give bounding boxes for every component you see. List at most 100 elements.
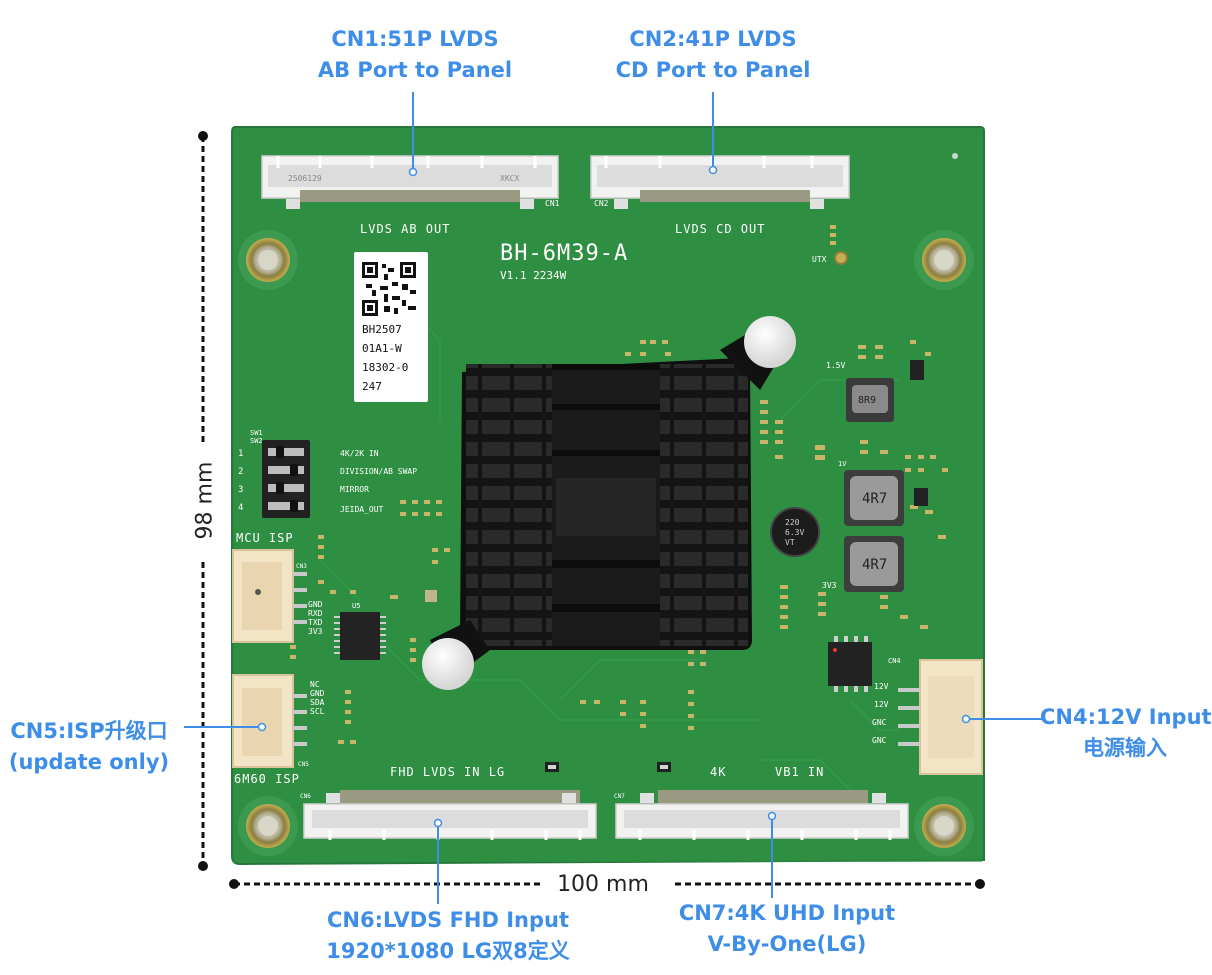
qr-text-line1: BH2507 <box>362 323 402 336</box>
width-dimension-label: 100 mm <box>557 872 649 897</box>
isp-pin-gnd: GND <box>308 600 323 609</box>
qr-label: BH2507 01A1-W 18302-0 247 <box>354 252 428 402</box>
cn4-tag: CN4 <box>888 657 901 665</box>
cap-value: 220 <box>785 518 800 527</box>
cn1-brand: XKCX <box>500 174 519 183</box>
cn5-title: CN5:ISP升级口 <box>10 719 168 743</box>
standoff-top-right <box>720 316 796 390</box>
cn2-desc: CD Port to Panel <box>615 58 811 82</box>
v1-label: 1V <box>838 460 847 468</box>
qr-text-line3: 18302-0 <box>362 361 408 374</box>
u5-tag: U5 <box>352 602 360 610</box>
cn7-title: CN7:4K UHD Input <box>678 901 896 925</box>
switch-2-label: DIVISION/AB SWAP <box>340 467 417 476</box>
cn1-connector: 2506129 XKCX CN1 <box>261 155 560 209</box>
heatsink <box>460 358 752 650</box>
height-dimension-line <box>198 131 208 871</box>
switch-3-number: 3 <box>238 485 243 495</box>
cn5-callout: CN5:ISP升级口 (update only) <box>0 716 178 778</box>
cap-voltage: 6.3V <box>785 528 804 537</box>
cn1-tag: CN1 <box>545 199 560 208</box>
cn7-callout: CN7:4K UHD Input V-By-One(LG) <box>672 898 902 960</box>
power-pin-gnd-b: GNC <box>872 736 887 745</box>
cn4-callout: CN4:12V Input 电源输入 <box>1040 702 1212 764</box>
switch-3-label: MIRROR <box>340 485 369 494</box>
switch-4-number: 4 <box>238 503 243 513</box>
cn7-desc: V-By-One(LG) <box>707 932 867 956</box>
cn4-title: CN4:12V Input <box>1040 705 1212 729</box>
fhd-lvds-in-label: FHD LVDS IN LG <box>390 765 505 779</box>
inductor-4r7-bottom-text: 4R7 <box>862 557 887 573</box>
switch-4-label: JEIDA_OUT <box>340 505 384 514</box>
mounting-hole-top-right <box>914 230 974 290</box>
cn6-title: CN6:LVDS FHD Input <box>326 908 570 932</box>
u5-chip: U5 <box>334 602 386 660</box>
cn5-leader <box>184 722 267 732</box>
smd-components <box>290 225 948 744</box>
cn1-title: CN1:51P LVDS <box>331 27 499 51</box>
inductor-8r9: 8R9 <box>846 378 894 422</box>
cn4-leader <box>961 714 1042 724</box>
mounting-hole-bottom-left <box>238 796 298 856</box>
sw2-label: SW2 <box>250 437 263 445</box>
qr-code <box>362 262 416 316</box>
inductor-4r7-top: 4R7 <box>844 470 904 526</box>
switch-2-number: 2 <box>238 467 243 477</box>
cn6-leader <box>433 818 443 904</box>
inductor-8r9-text: 8R9 <box>858 395 876 406</box>
isp2-pin-nc: NC <box>310 680 320 689</box>
power-pin-12v-b: 12V <box>874 700 889 709</box>
regulator-chip <box>910 360 924 380</box>
isp-6m60-label: 6M60 ISP <box>234 772 300 786</box>
u6-chip <box>828 636 872 692</box>
cn4-desc: 电源输入 <box>1083 736 1167 760</box>
switch-1-number: 1 <box>238 449 243 459</box>
cn1-callout: CN1:51P LVDS AB Port to Panel <box>300 24 530 86</box>
cn5-tag: CN5 <box>298 761 309 768</box>
lvds-cd-out-label: LVDS CD OUT <box>675 222 765 236</box>
isp-pin-3v3: 3V3 <box>308 627 323 636</box>
inductor-4r7-bottom: 4R7 <box>844 536 904 592</box>
power-pin-12v-a: 12V <box>874 682 889 691</box>
cn2-callout: CN2:41P LVDS CD Port to Panel <box>598 24 828 86</box>
qr-text-line4: 247 <box>362 380 382 393</box>
cn1-leader <box>408 92 418 177</box>
dip-switch-block: SW1 SW2 1 2 3 4 4K/2K IN DIVISION/AB SWA… <box>238 429 417 518</box>
electrolytic-capacitor: 220 6.3V VT <box>770 507 820 557</box>
cn3-tag: CN3 <box>296 563 307 570</box>
board-version: V1.1 2234W <box>500 269 567 282</box>
cn7-leader <box>767 811 777 898</box>
isp2-pin-scl: SCL <box>310 707 325 716</box>
cn4-power-connector: CN4 <box>888 657 983 775</box>
cn5-desc: (update only) <box>8 750 170 774</box>
cap-series: VT <box>785 538 795 547</box>
cn6-tag: CN6 <box>300 793 311 800</box>
qr-text-line2: 01A1-W <box>362 342 402 355</box>
sw1-label: SW1 <box>250 429 263 437</box>
cn1-desc: AB Port to Panel <box>317 58 513 82</box>
fiducial-mark <box>952 153 958 159</box>
cn2-connector: CN2 <box>590 155 850 209</box>
cn2-title: CN2:41P LVDS <box>629 27 797 51</box>
isp-pin-rxd: RXD <box>308 609 323 618</box>
inductor-4r7-top-text: 4R7 <box>862 491 887 507</box>
cn7-tag: CN7 <box>614 793 625 800</box>
power-pin-gnd-a: GNC <box>872 718 887 727</box>
cn6-callout: CN6:LVDS FHD Input 1920*1080 LG双8定义 <box>318 905 578 967</box>
cn5-isp-connector: CN5 <box>232 674 309 768</box>
lvds-ab-out-label: LVDS AB OUT <box>360 222 450 236</box>
mcu-isp-label: MCU ISP <box>236 531 294 545</box>
switch-1-label: 4K/2K IN <box>340 449 379 458</box>
v3-3-label: 3V3 <box>822 581 837 590</box>
vb1-in-label: VB1 IN <box>775 765 824 779</box>
cn3-mcu-isp-connector: CN3 <box>232 549 307 643</box>
cn1-part-number: 2506129 <box>288 174 322 183</box>
4k-label: 4K <box>710 765 726 779</box>
cn6-connector: CN6 <box>300 790 597 840</box>
isp2-pin-gnd: GND <box>310 689 325 698</box>
small-ic-u2 <box>914 488 928 506</box>
mounting-hole-bottom-right <box>914 796 974 856</box>
utx-label: UTX <box>812 255 827 264</box>
cn2-leader <box>708 92 718 175</box>
